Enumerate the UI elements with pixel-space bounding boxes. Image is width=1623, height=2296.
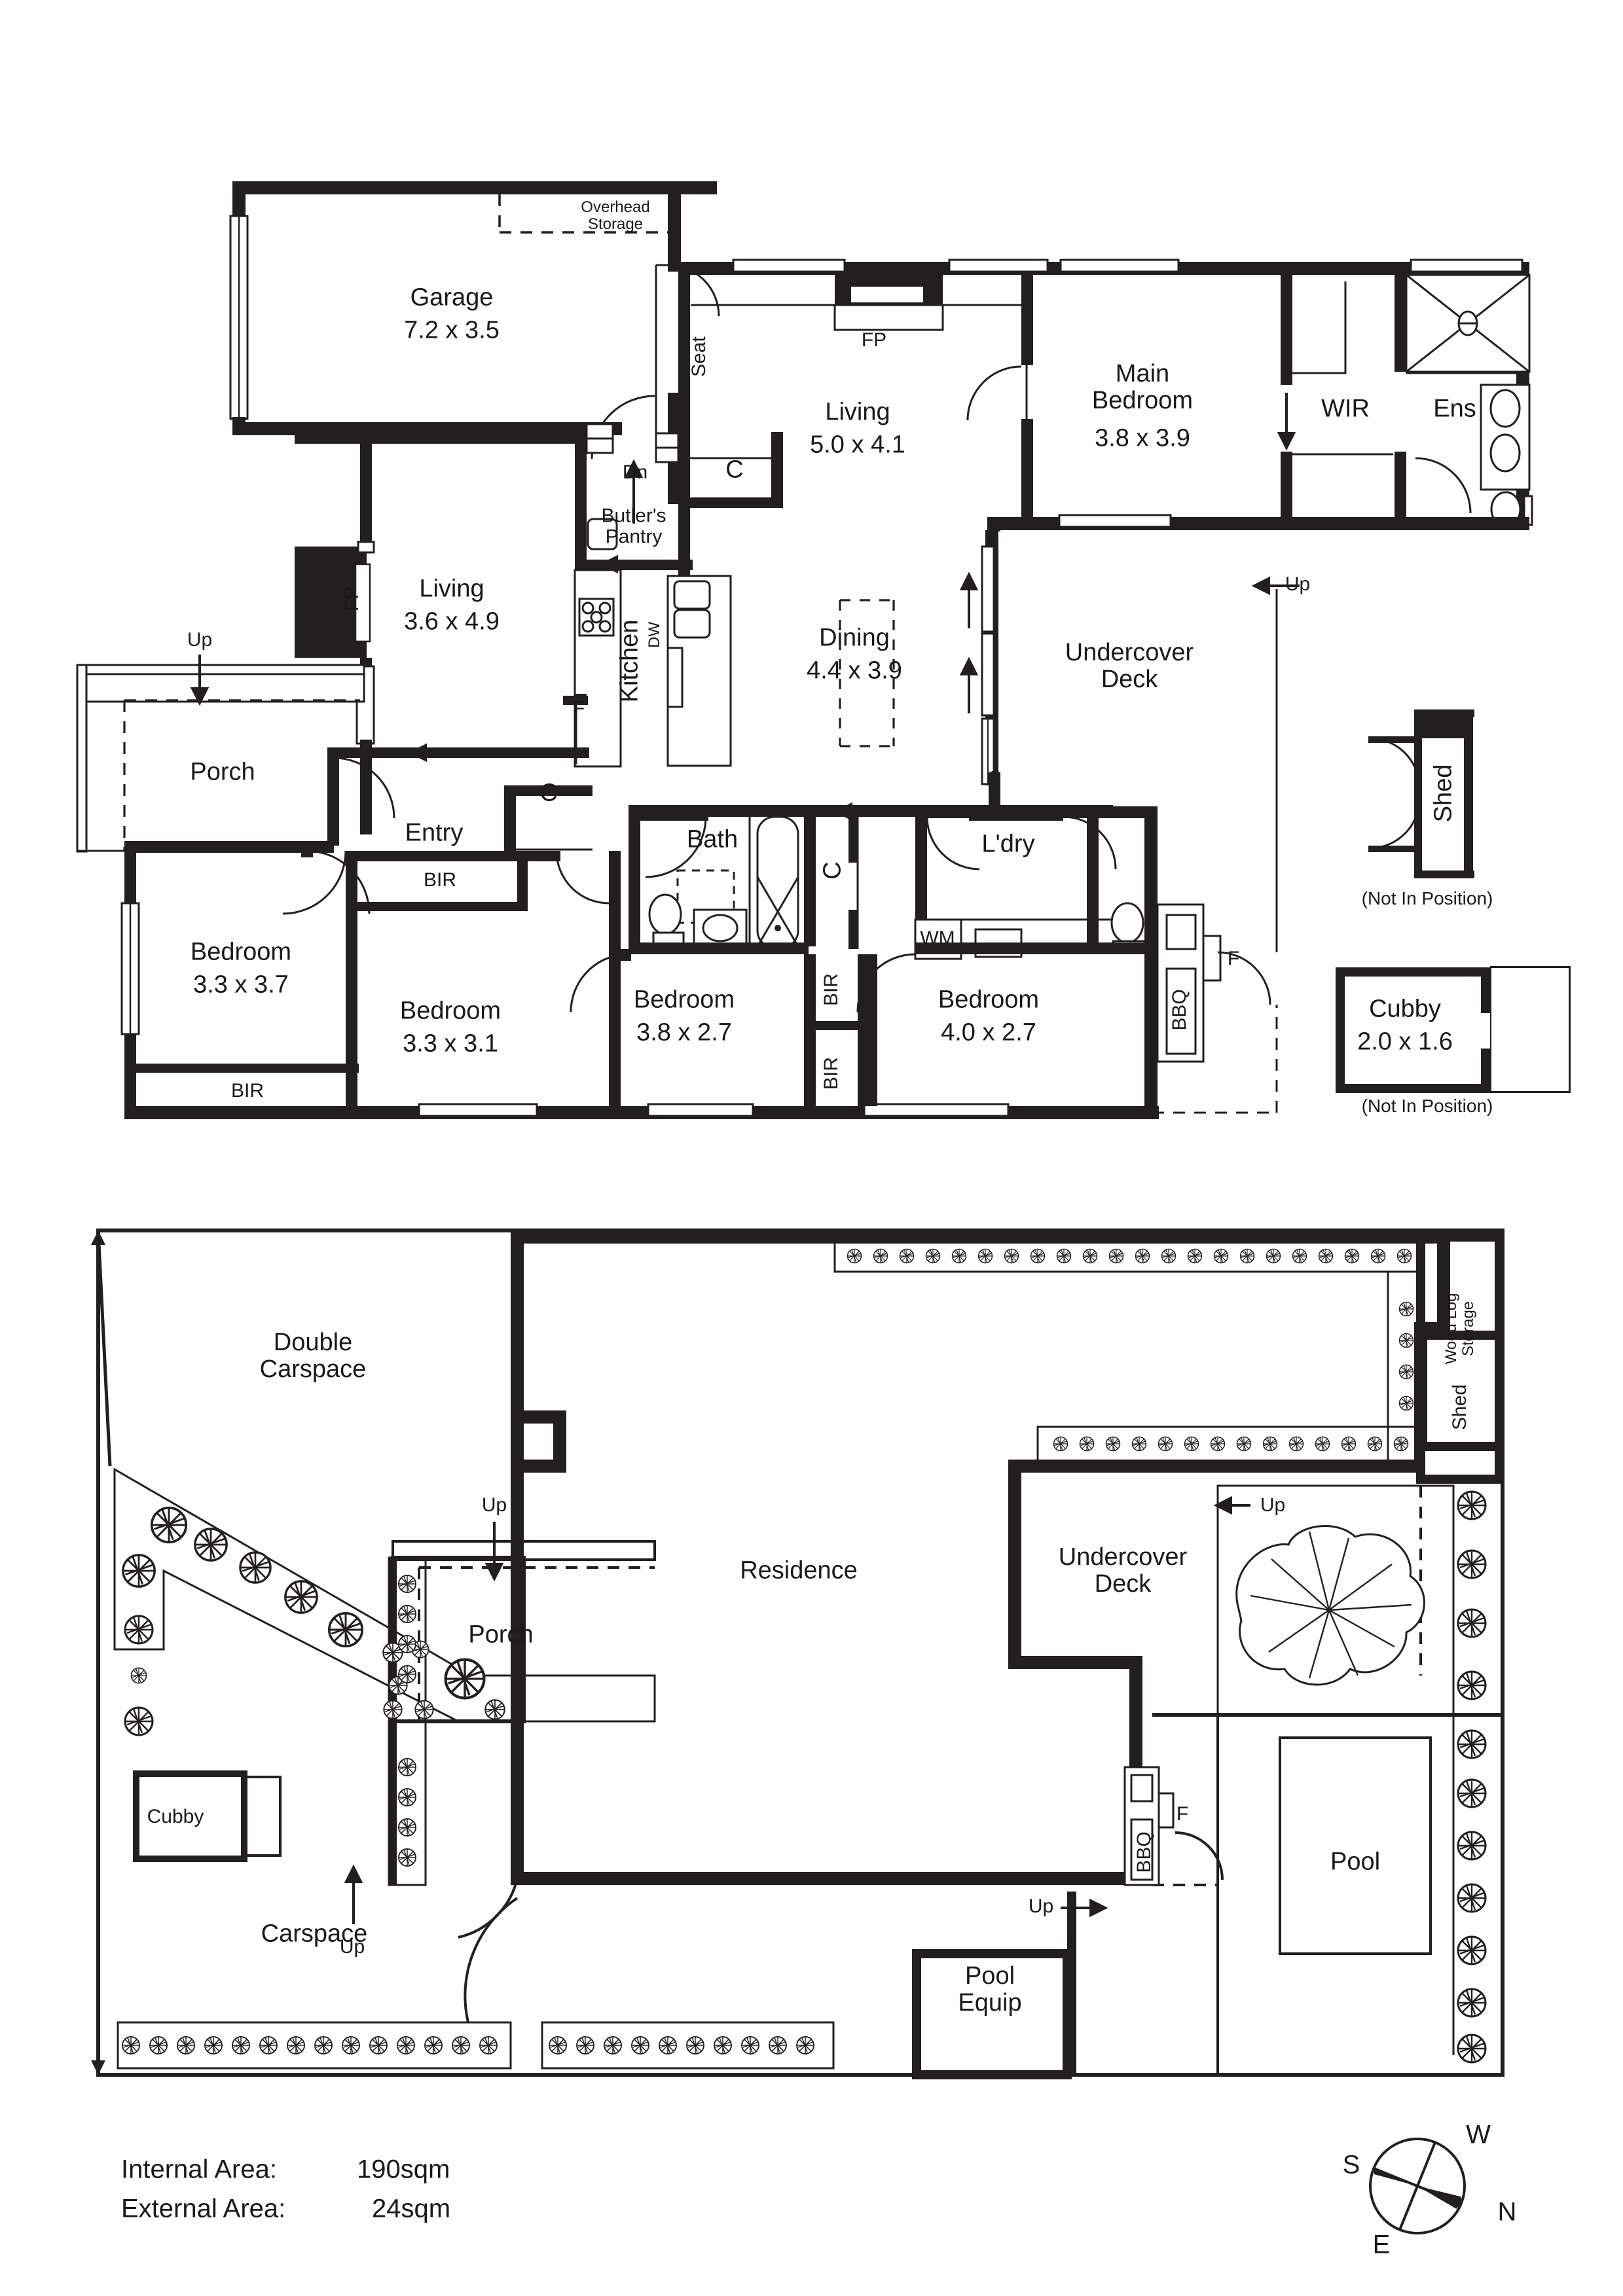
label-bedroom-1: Bedroom [190, 938, 292, 966]
label-up-porch-fp: Up [187, 628, 213, 651]
label-shed-note: (Not In Position) [1361, 888, 1493, 908]
label-living-left-dims: 3.6 x 4.9 [404, 607, 500, 636]
label-living-upper: Living [825, 398, 890, 426]
label-bbq-fridge-fp: F [1227, 947, 1240, 969]
label-closet-c2: C [539, 779, 558, 807]
compass-label-west: W [1466, 2120, 1491, 2149]
label-bbq-site: BBQ [1133, 1831, 1155, 1873]
label-bedroom-4-dims: 4.0 x 2.7 [941, 1018, 1036, 1047]
label-residence: Residence [740, 1556, 858, 1585]
label-cubby-note: (Not In Position) [1361, 1095, 1493, 1116]
label-garage-dims: 7.2 x 3.5 [404, 316, 500, 344]
label-up-pool-site: Up [1028, 1895, 1054, 1917]
label-main-bedroom: Main Bedroom [1091, 359, 1194, 414]
label-overhead-storage: Overhead Storage [581, 198, 650, 233]
label-bedroom-1-dims: 3.3 x 3.7 [193, 971, 289, 999]
label-dining-dims: 4.4 x 3.9 [807, 656, 902, 685]
label-main-bedroom-dims: 3.8 x 3.9 [1095, 424, 1190, 452]
label-up-porch-site: Up [481, 1494, 507, 1516]
label-seat: Seat [687, 336, 710, 377]
label-garage: Garage [410, 283, 494, 312]
hedge-trees-right [1457, 1490, 1487, 2064]
label-closet-c1: C [725, 456, 744, 484]
label-fp-upper: FP [861, 329, 887, 351]
label-up-carspace-site: Up [339, 1935, 365, 1958]
label-bedroom-4: Bedroom [938, 986, 1040, 1014]
compass-label-east: E [1372, 2230, 1391, 2259]
compass-rose [1369, 2138, 1466, 2234]
label-bath: Bath [686, 825, 739, 853]
compass-label-north: N [1497, 2197, 1517, 2227]
label-bir-1: BIR [230, 1079, 264, 1102]
label-bedroom-3: Bedroom [633, 986, 735, 1014]
label-washing-machine: WM [920, 927, 955, 949]
internal-area-label: Internal Area: [121, 2155, 277, 2184]
hedge-trees-mid [1053, 1301, 1414, 1452]
floor-plan-walls [76, 181, 1571, 1119]
label-dining: Dining [819, 624, 890, 652]
label-ens: Ens [1433, 395, 1476, 423]
label-bbq-fp: BBQ [1168, 989, 1190, 1031]
compass-label-south: S [1342, 2150, 1360, 2179]
floor-plan-arrows [190, 393, 1300, 821]
external-area-label: External Area: [121, 2194, 286, 2223]
label-butlers-pantry: Butler's Pantry [601, 505, 666, 548]
internal-area-value: 190sqm [357, 2155, 450, 2184]
label-pool: Pool [1330, 1848, 1381, 1876]
external-area-value: 24sqm [372, 2194, 451, 2223]
label-fp-left: FP [340, 586, 363, 612]
label-undercover-deck-fp: Undercover Deck [1065, 638, 1194, 693]
label-closet-c3: C [818, 861, 847, 880]
label-undercover-deck-site: Undercover Deck [1058, 1543, 1188, 1598]
label-living-left: Living [419, 575, 484, 603]
label-pool-equip: Pool Equip [958, 1962, 1022, 2017]
label-porch-site: Porch [468, 1621, 534, 1649]
label-cubby-fp: Cubby [1369, 995, 1441, 1023]
hedge-trees-bottom [122, 2036, 814, 2054]
label-wood-log-storage: Wood Log Storage [1442, 1293, 1477, 1365]
label-double-carspace: Double Carspace [259, 1328, 367, 1383]
label-kitchen: Kitchen [615, 619, 644, 703]
label-shed-site: Shed [1448, 1384, 1470, 1431]
label-porch-fp: Porch [190, 758, 255, 786]
label-bir-4: BIR [820, 973, 842, 1007]
label-bbq-fridge-site: F [1176, 1803, 1189, 1825]
label-bir-5: BIR [820, 1056, 842, 1090]
hedge-trees-top [847, 1248, 1412, 1264]
label-entry: Entry [405, 819, 464, 847]
label-bedroom-2-dims: 3.3 x 3.1 [403, 1030, 498, 1058]
label-up-deck-fp: Up [1285, 573, 1311, 595]
label-ldry: L'dry [981, 830, 1035, 858]
label-bedroom-3-dims: 3.8 x 2.7 [636, 1018, 732, 1047]
label-dn: Dn [622, 461, 648, 483]
site-plan-drawing [91, 1229, 1504, 2079]
label-bedroom-2: Bedroom [399, 997, 501, 1025]
label-up-deck-site: Up [1260, 1494, 1286, 1516]
label-fridge: F [572, 697, 585, 719]
label-shed-fp: Shed [1429, 764, 1457, 823]
label-carspace-site: Carspace [261, 1920, 368, 1948]
label-bir-2: BIR [423, 869, 457, 891]
label-cubby-site: Cubby [147, 1805, 204, 1827]
label-dishwasher: DW [646, 622, 664, 648]
label-wir: WIR [1321, 395, 1370, 423]
label-living-upper-dims: 5.0 x 4.1 [810, 431, 905, 459]
label-cubby-dims: 2.0 x 1.6 [1357, 1028, 1453, 1056]
